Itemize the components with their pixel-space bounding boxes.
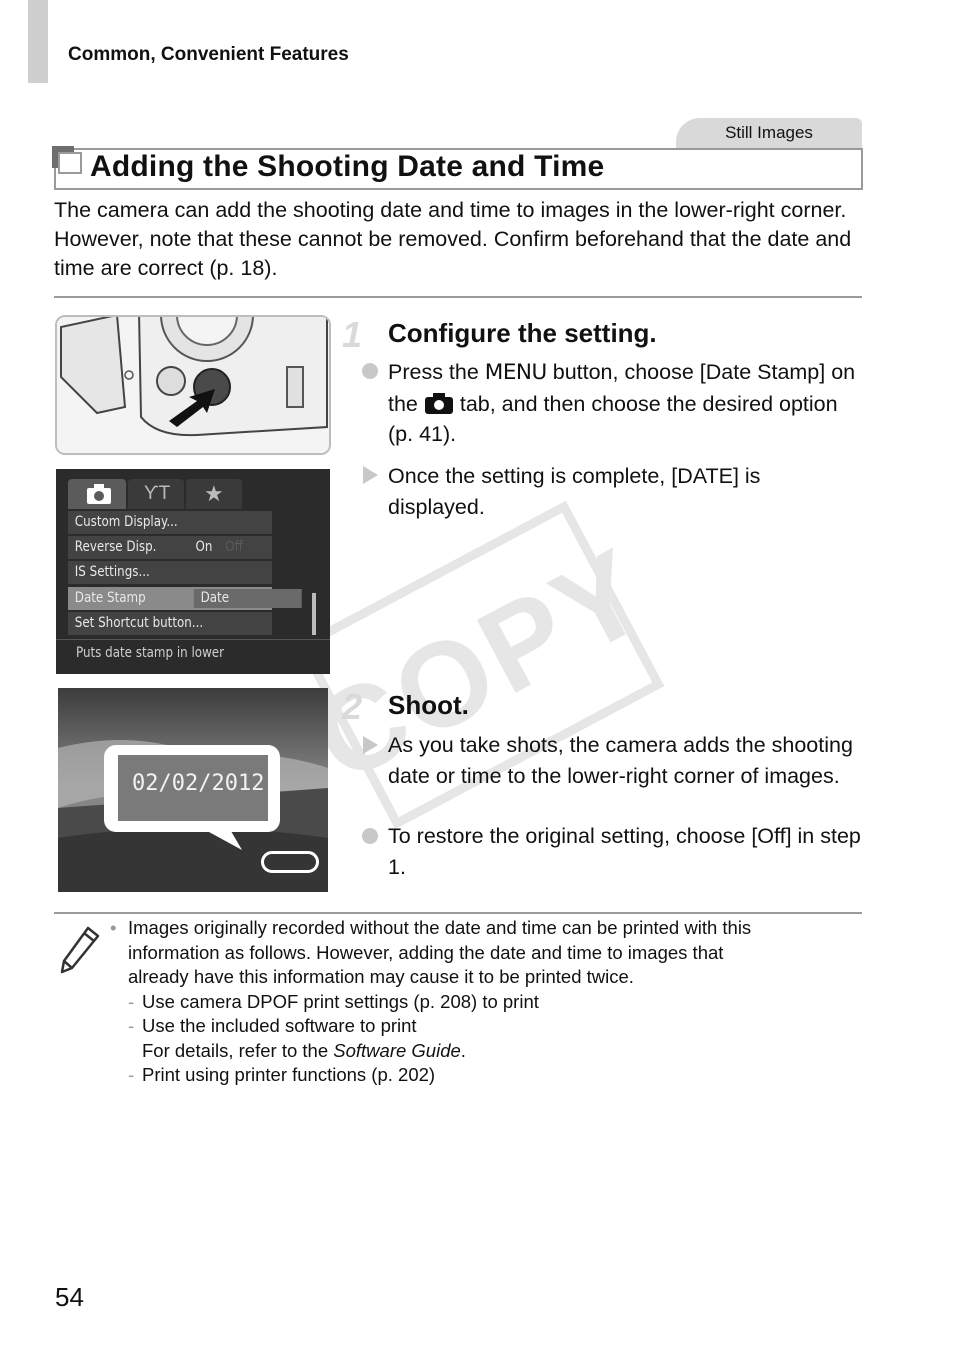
- result-arrow-icon: [363, 466, 378, 484]
- step-1-result: Once the setting is complete, [DATE] is …: [388, 464, 761, 519]
- mymenu-tab: [186, 479, 242, 509]
- section-divider: [54, 296, 862, 298]
- pencil-note-icon: [60, 926, 100, 974]
- date-stamp-menu-screen: ƳT ★ Custom Display... Reverse Disp. On …: [56, 469, 330, 674]
- step-number-1: 1: [342, 314, 363, 355]
- camera-icon: [87, 484, 111, 504]
- note-sub-2: Use the included software to print: [142, 1015, 417, 1036]
- bullet-circle-icon: [362, 828, 378, 844]
- step-2-title: Shoot.: [388, 690, 469, 720]
- camera-tab-icon: [424, 392, 453, 414]
- date-stamp-text: 02/02/2012: [132, 771, 265, 796]
- step-1-instruction: Press the MENU button, choose [Date Stam…: [388, 360, 856, 446]
- settings-tab: [128, 479, 184, 509]
- camera-button-illustration: [55, 315, 331, 455]
- side-tab-marker: [28, 0, 48, 83]
- menu-row-custom-display: Custom Display...: [68, 511, 272, 534]
- page-number: 54: [55, 1282, 84, 1312]
- menu-row-is-settings: IS Settings...: [68, 561, 272, 584]
- note-block: •Images originally recorded without the …: [110, 916, 868, 1088]
- menu-row-set-shortcut: Set Shortcut button...: [68, 612, 272, 635]
- step-2-result: As you take shots, the camera adds the s…: [388, 733, 853, 788]
- stamp-location-outline: [261, 851, 319, 873]
- note-line-2: information as follows. However, adding …: [128, 941, 724, 963]
- title-square-outline-icon: [58, 152, 82, 174]
- note-line-1: Images originally recorded without the d…: [128, 917, 752, 938]
- result-arrow-icon: [363, 736, 378, 754]
- wrench-icon: ƳT: [144, 483, 171, 504]
- note-line-3: already have this information may cause …: [128, 966, 634, 987]
- step-2-instruction: To restore the original setting, choose …: [388, 824, 861, 879]
- bullet-circle-icon: [362, 363, 378, 379]
- note-sub-3: Print using printer functions (p. 202): [142, 1064, 436, 1085]
- note-sub-1: Use camera DPOF print settings (p. 208) …: [142, 990, 539, 1012]
- menu-row-date-stamp: Date Stamp Date: [68, 587, 302, 610]
- title-box: [54, 148, 863, 190]
- menu-help-text: Puts date stamp in lower: [76, 645, 225, 661]
- menu-button-icon: MENU: [484, 360, 547, 385]
- star-icon: ★: [204, 481, 224, 506]
- date-stamp-photo: 02/02/2012: [58, 688, 328, 892]
- menu-scrollbar: [312, 593, 316, 635]
- page-title: Adding the Shooting Date and Time: [90, 150, 605, 183]
- note-divider: [54, 912, 862, 914]
- intro-paragraph: The camera can add the shooting date and…: [54, 198, 852, 280]
- menu-row-reverse-disp: Reverse Disp. On Off: [68, 536, 272, 559]
- date-stamp-zoom: 02/02/2012: [118, 755, 268, 821]
- note-sub-2-detail: For details, refer to the Software Guide…: [142, 1039, 466, 1061]
- section-header: Common, Convenient Features: [68, 44, 349, 65]
- step-number-2: 2: [342, 686, 363, 727]
- step-1-title: Configure the setting.: [388, 318, 657, 348]
- still-images-badge: Still Images: [676, 118, 862, 148]
- camera-back-icon: [57, 317, 329, 453]
